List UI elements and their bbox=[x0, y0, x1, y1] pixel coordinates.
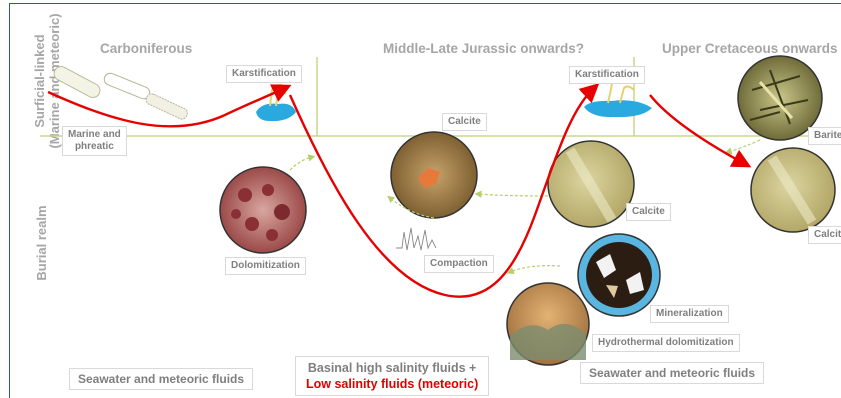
label-hydrothermal-dolomitization: Hydrothermal dolomitization bbox=[592, 334, 740, 352]
fluid-box-right: Seawater and meteoric fluids bbox=[580, 362, 764, 384]
fluid-center-line2: Low salinity fluids (meteoric) bbox=[306, 376, 478, 392]
label-karstification-2: Karstification bbox=[569, 66, 645, 84]
fluid-center-line1: Basinal high salinity fluids + bbox=[306, 360, 478, 376]
micrograph-hydrothermal bbox=[507, 283, 589, 365]
fluid-box-left: Seawater and meteoric fluids bbox=[69, 368, 253, 390]
label-marine-phreatic: Marine and phreatic bbox=[62, 126, 127, 156]
karst-water-2 bbox=[584, 80, 652, 117]
compaction-sketch bbox=[396, 228, 436, 250]
connector-hydrothermal bbox=[510, 266, 560, 272]
label-calcite-1: Calcite bbox=[442, 113, 487, 131]
micrograph-calcite-2 bbox=[548, 141, 634, 227]
micrograph-mineralization bbox=[578, 234, 660, 316]
micrograph-calcite-3 bbox=[751, 148, 835, 232]
label-compaction: Compaction bbox=[424, 255, 494, 273]
connector-barite bbox=[728, 140, 760, 152]
label-calcite-3: Calcit bbox=[808, 226, 841, 244]
connector-dolomitization bbox=[290, 157, 312, 170]
label-karstification-1: Karstification bbox=[226, 65, 302, 83]
connector-calcite2 bbox=[478, 194, 548, 196]
karst-water-1 bbox=[256, 85, 296, 121]
pathway-segment-3 bbox=[650, 95, 745, 164]
micrograph-dolomitization bbox=[220, 167, 306, 253]
label-barite: Barite bbox=[808, 127, 841, 145]
label-mineralization: Mineralization bbox=[650, 305, 729, 323]
label-marine-phreatic-line1: Marine and bbox=[68, 129, 121, 140]
shell-sketches bbox=[52, 64, 189, 121]
label-calcite-2: Calcite bbox=[626, 203, 671, 221]
micrograph-calcite-1 bbox=[391, 132, 477, 218]
label-marine-phreatic-line2: phreatic bbox=[75, 141, 114, 152]
label-dolomitization: Dolomitization bbox=[225, 257, 306, 275]
fluid-box-center: Basinal high salinity fluids + Low salin… bbox=[295, 356, 489, 396]
